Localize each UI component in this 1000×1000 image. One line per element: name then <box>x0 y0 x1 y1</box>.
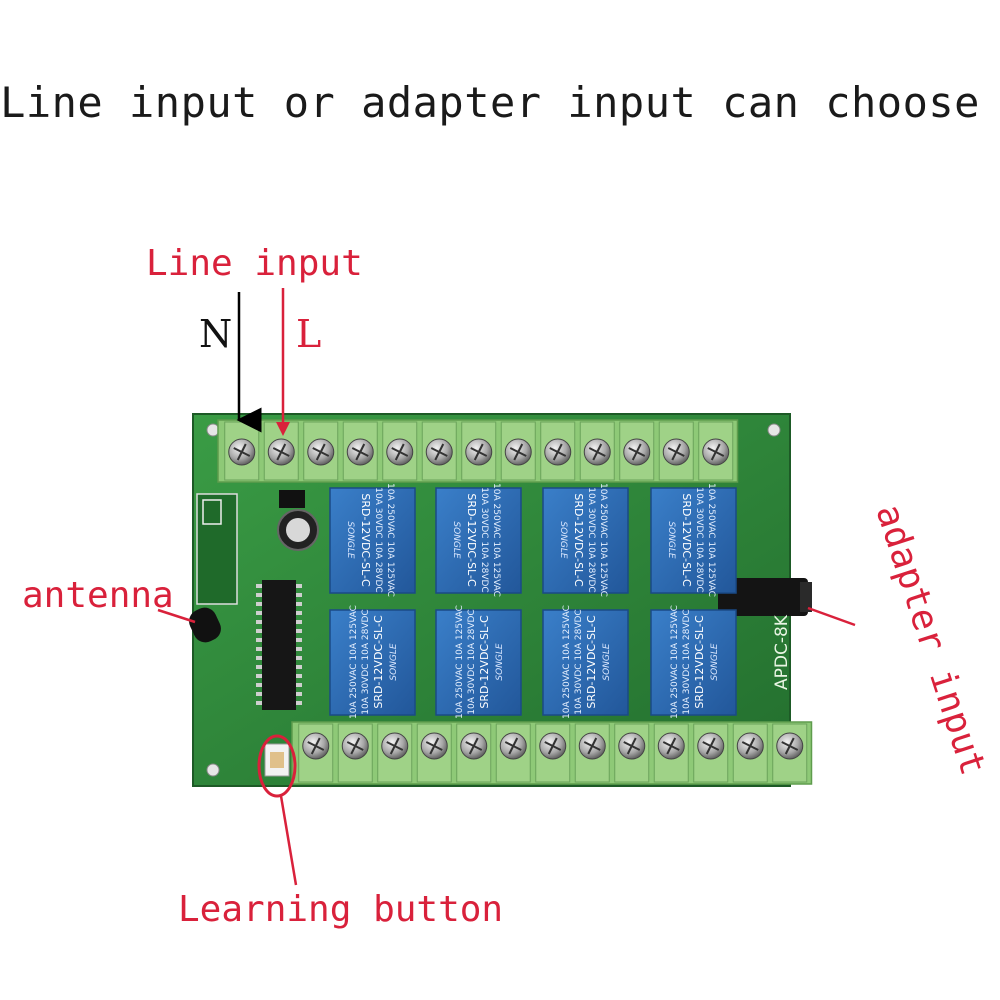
svg-text:SONGLE: SONGLE <box>345 521 355 559</box>
svg-text:10A 250VAC 10A 125VAC: 10A 250VAC 10A 125VAC <box>385 483 395 597</box>
svg-text:SONGLE: SONGLE <box>389 643 399 681</box>
screw-terminal <box>298 723 334 783</box>
svg-text:SRD-12VDC-SL-C: SRD-12VDC-SL-C <box>585 615 598 709</box>
screw-terminal <box>658 421 694 481</box>
screw-terminal <box>693 723 729 783</box>
svg-text:10A 250VAC 10A 125VAC: 10A 250VAC 10A 125VAC <box>562 605 572 719</box>
screw-terminal <box>382 421 418 481</box>
svg-text:10A 30VDC 10A 28VDC: 10A 30VDC 10A 28VDC <box>682 609 692 714</box>
screw-terminal <box>377 723 413 783</box>
live-label: L <box>296 312 322 356</box>
screw-terminal <box>303 421 339 481</box>
learning-pointer <box>279 795 298 886</box>
svg-text:SONGLE: SONGLE <box>666 521 676 559</box>
svg-text:10A 30VDC 10A 28VDC: 10A 30VDC 10A 28VDC <box>467 609 477 714</box>
screw-terminal <box>535 723 571 783</box>
svg-text:10A 30VDC 10A 28VDC: 10A 30VDC 10A 28VDC <box>574 609 584 714</box>
svg-text:SRD-12VDC-SL-C: SRD-12VDC-SL-C <box>693 615 706 709</box>
learning-button-circle <box>257 734 297 798</box>
screw-terminal <box>495 723 531 783</box>
adapter-pointer <box>807 606 856 627</box>
line-input-label: Line input <box>146 243 363 284</box>
screw-terminal <box>579 421 615 481</box>
svg-text:SONGLE: SONGLE <box>451 521 461 559</box>
svg-text:SONGLE: SONGLE <box>602 643 612 681</box>
screw-terminal <box>698 421 734 481</box>
screw-terminal <box>337 723 373 783</box>
neutral-label: N <box>199 312 233 356</box>
terminal-row-top <box>217 419 739 483</box>
mounting-hole <box>206 763 220 777</box>
svg-text:10A 250VAC 10A 125VAC: 10A 250VAC 10A 125VAC <box>670 605 680 719</box>
screw-terminal <box>500 421 536 481</box>
screw-terminal <box>456 723 492 783</box>
screw-terminal <box>263 421 299 481</box>
mounting-hole <box>206 423 220 437</box>
mounting-hole <box>767 423 781 437</box>
svg-text:SRD-12VDC-SL-C: SRD-12VDC-SL-C <box>372 615 385 709</box>
svg-text:10A 30VDC 10A 28VDC: 10A 30VDC 10A 28VDC <box>586 487 596 592</box>
ic-chip <box>262 580 296 710</box>
svg-text:SRD-12VDC-SL-C: SRD-12VDC-SL-C <box>359 493 372 587</box>
antenna-pointer <box>157 608 196 624</box>
screw-terminal <box>421 421 457 481</box>
screw-terminal <box>461 421 497 481</box>
svg-text:SONGLE: SONGLE <box>710 643 720 681</box>
regulator <box>279 490 305 508</box>
screw-terminal <box>574 723 610 783</box>
svg-text:10A 250VAC 10A 125VAC: 10A 250VAC 10A 125VAC <box>349 605 359 719</box>
antenna-connector <box>189 607 221 643</box>
svg-text:SONGLE: SONGLE <box>558 521 568 559</box>
antenna-label: antenna <box>22 575 174 616</box>
screw-terminal <box>416 723 452 783</box>
svg-text:SRD-12VDC-SL-C: SRD-12VDC-SL-C <box>465 493 478 587</box>
screw-terminal <box>614 723 650 783</box>
svg-text:10A 250VAC 10A 125VAC: 10A 250VAC 10A 125VAC <box>455 605 465 719</box>
model-silkscreen: APDC-8K <box>772 614 792 690</box>
headline: Line input or adapter input can choose <box>0 78 980 127</box>
screw-terminal <box>772 723 808 783</box>
svg-text:SRD-12VDC-SL-C: SRD-12VDC-SL-C <box>478 615 491 709</box>
svg-text:10A 250VAC 10A 125VAC: 10A 250VAC 10A 125VAC <box>491 483 501 597</box>
svg-text:SRD-12VDC-SL-C: SRD-12VDC-SL-C <box>680 493 693 587</box>
svg-text:SONGLE: SONGLE <box>495 643 505 681</box>
screw-terminal <box>224 421 260 481</box>
screw-terminal <box>342 421 378 481</box>
svg-text:10A 30VDC 10A 28VDC: 10A 30VDC 10A 28VDC <box>361 609 371 714</box>
screw-terminal <box>653 723 689 783</box>
svg-text:10A 30VDC 10A 28VDC: 10A 30VDC 10A 28VDC <box>694 487 704 592</box>
dc-jack <box>718 578 808 616</box>
svg-text:10A 250VAC 10A 125VAC: 10A 250VAC 10A 125VAC <box>598 483 608 597</box>
screw-terminal <box>732 723 768 783</box>
svg-text:SRD-12VDC-SL-C: SRD-12VDC-SL-C <box>572 493 585 587</box>
screw-terminal <box>619 421 655 481</box>
screw-terminal <box>540 421 576 481</box>
svg-text:10A 30VDC 10A 28VDC: 10A 30VDC 10A 28VDC <box>479 487 489 592</box>
svg-text:10A 250VAC 10A 125VAC: 10A 250VAC 10A 125VAC <box>706 483 716 597</box>
learning-button-label: Learning button <box>178 889 504 930</box>
terminal-row-bottom <box>291 721 813 785</box>
svg-text:10A 30VDC 10A 28VDC: 10A 30VDC 10A 28VDC <box>373 487 383 592</box>
